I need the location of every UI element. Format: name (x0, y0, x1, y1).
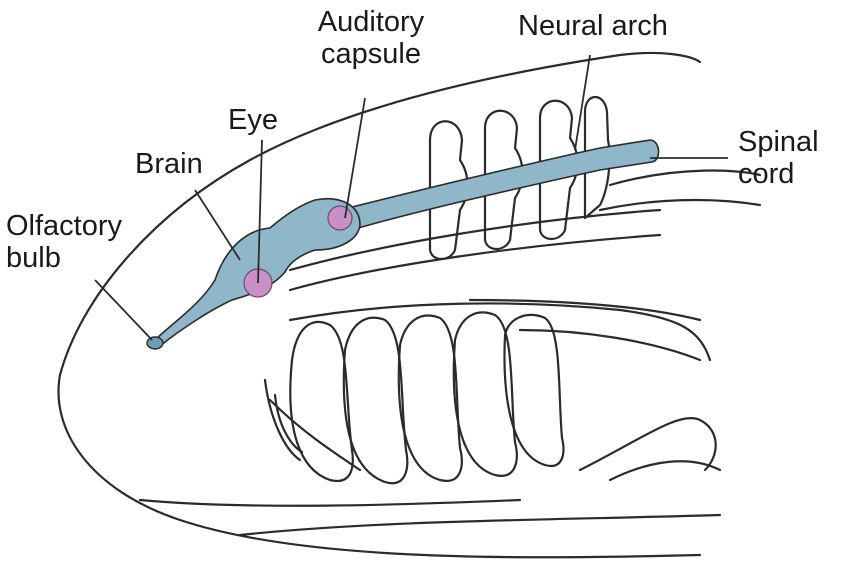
gill-region-bottom (270, 400, 360, 470)
gill-region-top (290, 303, 710, 360)
body-line-2 (600, 200, 760, 210)
mouth-line (140, 500, 520, 506)
gill-inner-lines (265, 380, 302, 460)
snout-curve (59, 375, 701, 557)
lower-jaw (240, 515, 720, 535)
leader-brain (195, 190, 240, 260)
spinal-cord (340, 140, 659, 232)
auditory-capsule-shape (328, 206, 352, 230)
leader-olfactory (95, 280, 152, 340)
label-olfactory-bulb-line2: bulb (6, 242, 122, 274)
label-spinal-cord-line2: cord (738, 158, 819, 190)
label-olfactory-bulb-line1: Olfactory (6, 210, 122, 242)
label-auditory-capsule-line2: capsule (296, 38, 446, 70)
label-eye: Eye (228, 104, 278, 136)
label-brain: Brain (135, 148, 203, 180)
label-auditory-capsule: Auditory capsule (296, 6, 446, 70)
olfactory-bulb-shape (147, 337, 163, 349)
fin-fold (610, 461, 720, 480)
label-neural-arch: Neural arch (518, 10, 668, 42)
label-spinal-cord: Spinal cord (738, 126, 819, 190)
label-spinal-cord-line1: Spinal (738, 126, 819, 158)
label-olfactory-bulb: Olfactory bulb (6, 210, 122, 274)
body-line-4 (520, 330, 700, 360)
gill-bars (290, 312, 563, 483)
label-auditory-capsule-line1: Auditory (296, 6, 446, 38)
